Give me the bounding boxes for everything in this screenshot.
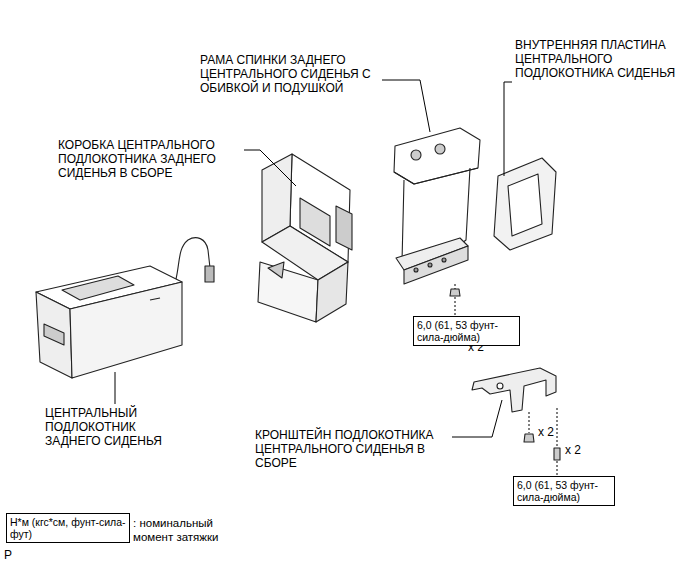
quantity-label: x 2 bbox=[565, 443, 581, 457]
torque-value: Н*м (кгс*см, фунт-сила-фут) bbox=[10, 516, 126, 540]
torque-box: 6,0 (61, 53 фунт-сила-дюйма) bbox=[513, 476, 615, 506]
torque-box: 6,0 (61, 53 фунт-сила-дюйма) bbox=[413, 316, 520, 346]
legend-note: : номинальный момент затяжки bbox=[133, 516, 243, 544]
part-name: КРОНШТЕЙН ПОДЛОКОТНИКА ЦЕНТРАЛЬНОГО СИДЕ… bbox=[255, 428, 455, 470]
torque-legend-box: Н*м (кгс*см, фунт-сила-фут): номинальный… bbox=[6, 513, 130, 543]
part-name: РАМА СПИНКИ ЗАДНЕГО ЦЕНТРАЛЬНОГО СИДЕНЬЯ… bbox=[200, 53, 390, 95]
torque-value: 6,0 (61, 53 фунт-сила-дюйма) bbox=[417, 319, 516, 343]
part-name: ВНУТРЕННЯЯ ПЛАСТИНА ЦЕНТРАЛЬНОГО ПОДЛОКО… bbox=[515, 38, 687, 80]
torque-value: 6,0 (61, 53 фунт-сила-дюйма) bbox=[517, 479, 611, 503]
quantity-label: x 2 bbox=[538, 425, 554, 439]
part-name: КОРОБКА ЦЕНТРАЛЬНОГО ПОДЛОКОТНИКА ЗАДНЕГ… bbox=[58, 138, 258, 180]
part-name: ЦЕНТРАЛЬНЫЙ ПОДЛОКОТНИК ЗАДНЕГО СИДЕНЬЯ bbox=[45, 406, 180, 448]
figure-mark: P bbox=[4, 548, 12, 562]
